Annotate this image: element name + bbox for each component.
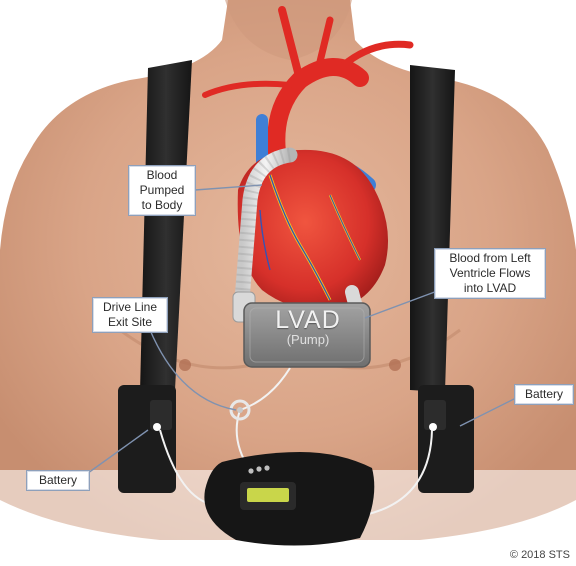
callout-line: Drive Line: [99, 300, 161, 315]
callout-line: Blood from Left: [441, 251, 539, 266]
callout-line: Pumped: [135, 183, 189, 198]
callout-line: Ventricle Flows: [441, 266, 539, 281]
callout-battery-left: Battery: [26, 470, 90, 491]
callout-blood-from-lv: Blood from Left Ventricle Flows into LVA…: [434, 248, 546, 299]
lvad-pump-subtitle: (Pump): [246, 333, 370, 347]
callout-drive-line: Drive Line Exit Site: [92, 297, 168, 333]
lvad-pump-label: LVAD (Pump): [246, 307, 370, 347]
callout-line: Exit Site: [99, 315, 161, 330]
copyright-notice: © 2018 STS: [510, 549, 570, 561]
battery-left: [118, 385, 176, 493]
callout-line: into LVAD: [441, 281, 539, 296]
callout-line: Blood: [135, 168, 189, 183]
callout-line: Battery: [33, 473, 83, 488]
controller-icon: [204, 452, 374, 546]
callout-battery-right: Battery: [514, 384, 574, 405]
callout-line: to Body: [135, 198, 189, 213]
battery-right: [418, 385, 474, 493]
callout-line: Battery: [521, 387, 567, 402]
lvad-pump-title: LVAD: [246, 307, 370, 333]
callout-blood-pumped: Blood Pumped to Body: [128, 165, 196, 216]
